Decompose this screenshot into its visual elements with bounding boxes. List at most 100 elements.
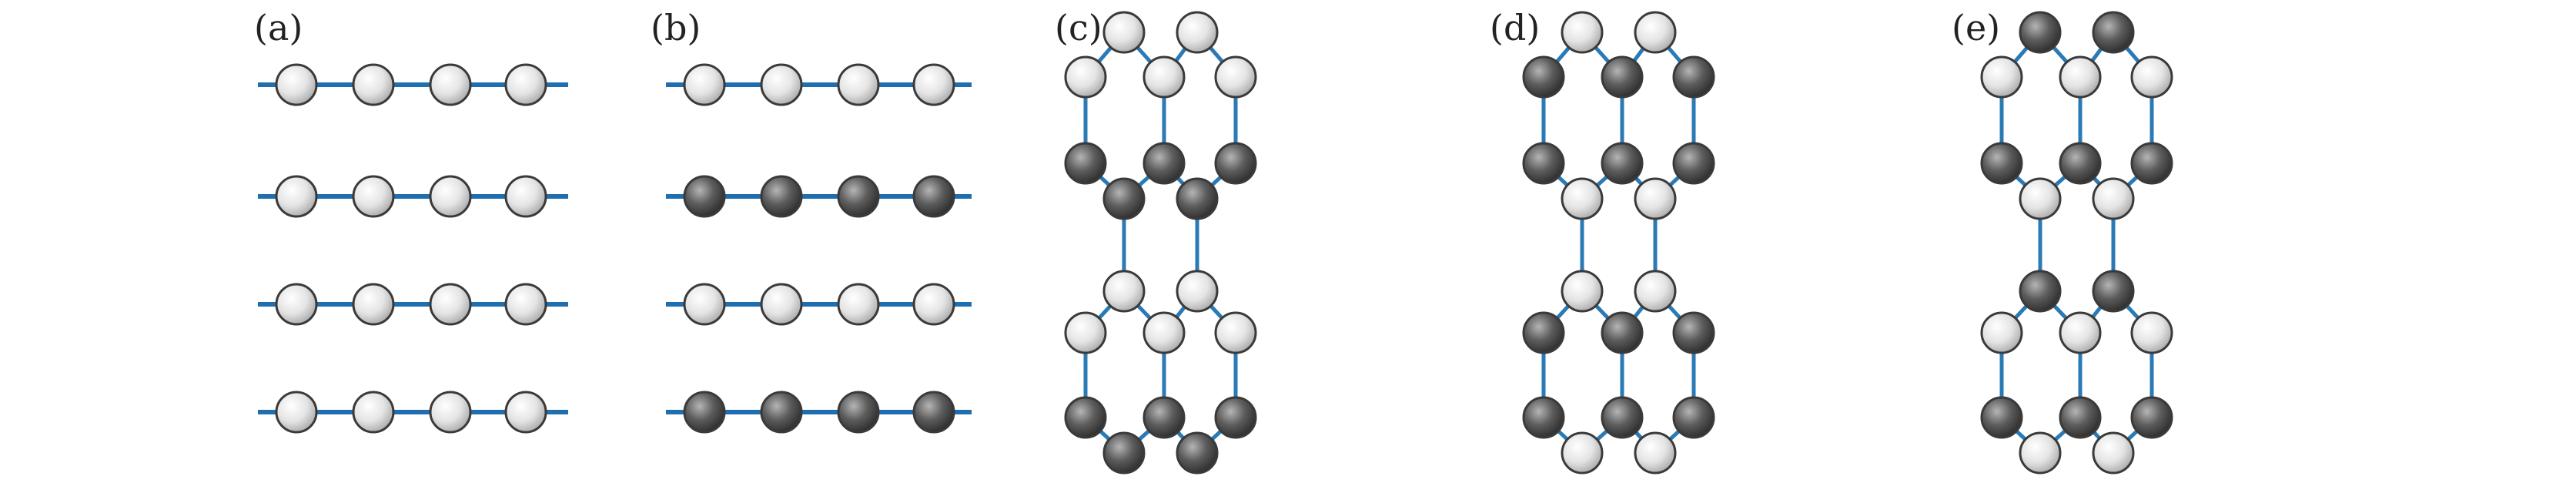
light-atom	[837, 283, 880, 326]
panel-c-lattice	[1064, 11, 1257, 475]
dark-atom	[1176, 431, 1219, 475]
dark-atom	[683, 391, 726, 434]
light-atom	[2130, 311, 2173, 354]
light-atom	[504, 283, 547, 326]
dark-atom	[1601, 396, 1644, 439]
light-atom	[1142, 311, 1186, 354]
dark-atom	[1601, 311, 1644, 354]
light-atom	[1102, 270, 1146, 313]
dark-atom	[2130, 396, 2173, 439]
light-atom	[1634, 431, 1677, 475]
light-atom	[1980, 311, 2023, 354]
dark-atom	[2092, 11, 2135, 54]
dark-atom	[912, 175, 955, 218]
light-atom	[2019, 177, 2062, 220]
light-atom	[1634, 270, 1677, 313]
light-atom	[1561, 177, 1604, 220]
dark-atom	[2059, 396, 2102, 439]
dark-atom	[1980, 396, 2023, 439]
light-atom	[2092, 431, 2135, 475]
light-atom	[429, 391, 472, 434]
light-atom	[912, 283, 955, 326]
light-atom	[1634, 11, 1677, 54]
light-atom	[2019, 431, 2062, 475]
light-atom	[837, 63, 880, 106]
dark-atom	[1522, 311, 1565, 354]
dark-atom	[912, 391, 955, 434]
light-atom	[760, 283, 803, 326]
light-atom	[275, 391, 318, 434]
dark-atom	[1214, 396, 1257, 439]
light-atom	[429, 283, 472, 326]
dark-atom	[1980, 142, 2023, 185]
light-atom	[429, 63, 472, 106]
light-atom	[1102, 11, 1146, 54]
light-atom	[2092, 177, 2135, 220]
dark-atom	[1601, 142, 1644, 185]
dark-atom	[1522, 142, 1565, 185]
dark-atom	[2092, 270, 2135, 313]
light-atom	[1561, 11, 1604, 54]
light-atom	[1214, 311, 1257, 354]
panel-d-lattice	[1522, 11, 1715, 475]
light-atom	[1561, 431, 1604, 475]
light-atom	[504, 391, 547, 434]
dark-atom	[1672, 396, 1715, 439]
light-atom	[352, 391, 395, 434]
dark-atom	[683, 175, 726, 218]
dark-atom	[760, 391, 803, 434]
dark-atom	[2019, 11, 2062, 54]
panel-label-b: (b)	[651, 7, 701, 49]
light-atom	[2059, 311, 2102, 354]
dark-atom	[1176, 177, 1219, 220]
panel-label-e: (e)	[1952, 7, 2000, 49]
light-atom	[1064, 55, 1107, 99]
dark-atom	[1142, 142, 1186, 185]
dark-atom	[1522, 55, 1565, 99]
light-atom	[1064, 311, 1107, 354]
light-atom	[429, 175, 472, 218]
dark-atom	[1064, 142, 1107, 185]
light-atom	[504, 63, 547, 106]
dark-atom	[1522, 396, 1565, 439]
dark-atom	[2059, 142, 2102, 185]
light-atom	[1142, 55, 1186, 99]
panel-label-a: (a)	[254, 7, 303, 49]
light-atom	[275, 63, 318, 106]
panel-label-c: (c)	[1055, 7, 1102, 49]
light-atom	[2059, 55, 2102, 99]
dark-atom	[1102, 431, 1146, 475]
light-atom	[912, 63, 955, 106]
light-atom	[683, 283, 726, 326]
dark-atom	[1064, 396, 1107, 439]
light-atom	[352, 63, 395, 106]
light-atom	[352, 283, 395, 326]
dark-atom	[760, 175, 803, 218]
dark-atom	[1672, 142, 1715, 185]
light-atom	[1980, 55, 2023, 99]
dark-atom	[1672, 311, 1715, 354]
dark-atom	[1601, 55, 1644, 99]
light-atom	[2130, 55, 2173, 99]
light-atom	[504, 175, 547, 218]
panel-label-d: (d)	[1490, 7, 1540, 49]
light-atom	[352, 175, 395, 218]
light-atom	[760, 63, 803, 106]
light-atom	[1176, 270, 1219, 313]
light-atom	[1214, 55, 1257, 99]
dark-atom	[1102, 177, 1146, 220]
dark-atom	[2019, 270, 2062, 313]
dark-atom	[1672, 55, 1715, 99]
panel-b-chains	[666, 63, 972, 434]
dark-atom	[837, 175, 880, 218]
dark-atom	[1214, 142, 1257, 185]
light-atom	[275, 175, 318, 218]
light-atom	[683, 63, 726, 106]
panel-a-chains	[258, 63, 568, 434]
light-atom	[1561, 270, 1604, 313]
light-atom	[1176, 11, 1219, 54]
dark-atom	[2130, 142, 2173, 185]
light-atom	[1634, 177, 1677, 220]
dark-atom	[837, 391, 880, 434]
